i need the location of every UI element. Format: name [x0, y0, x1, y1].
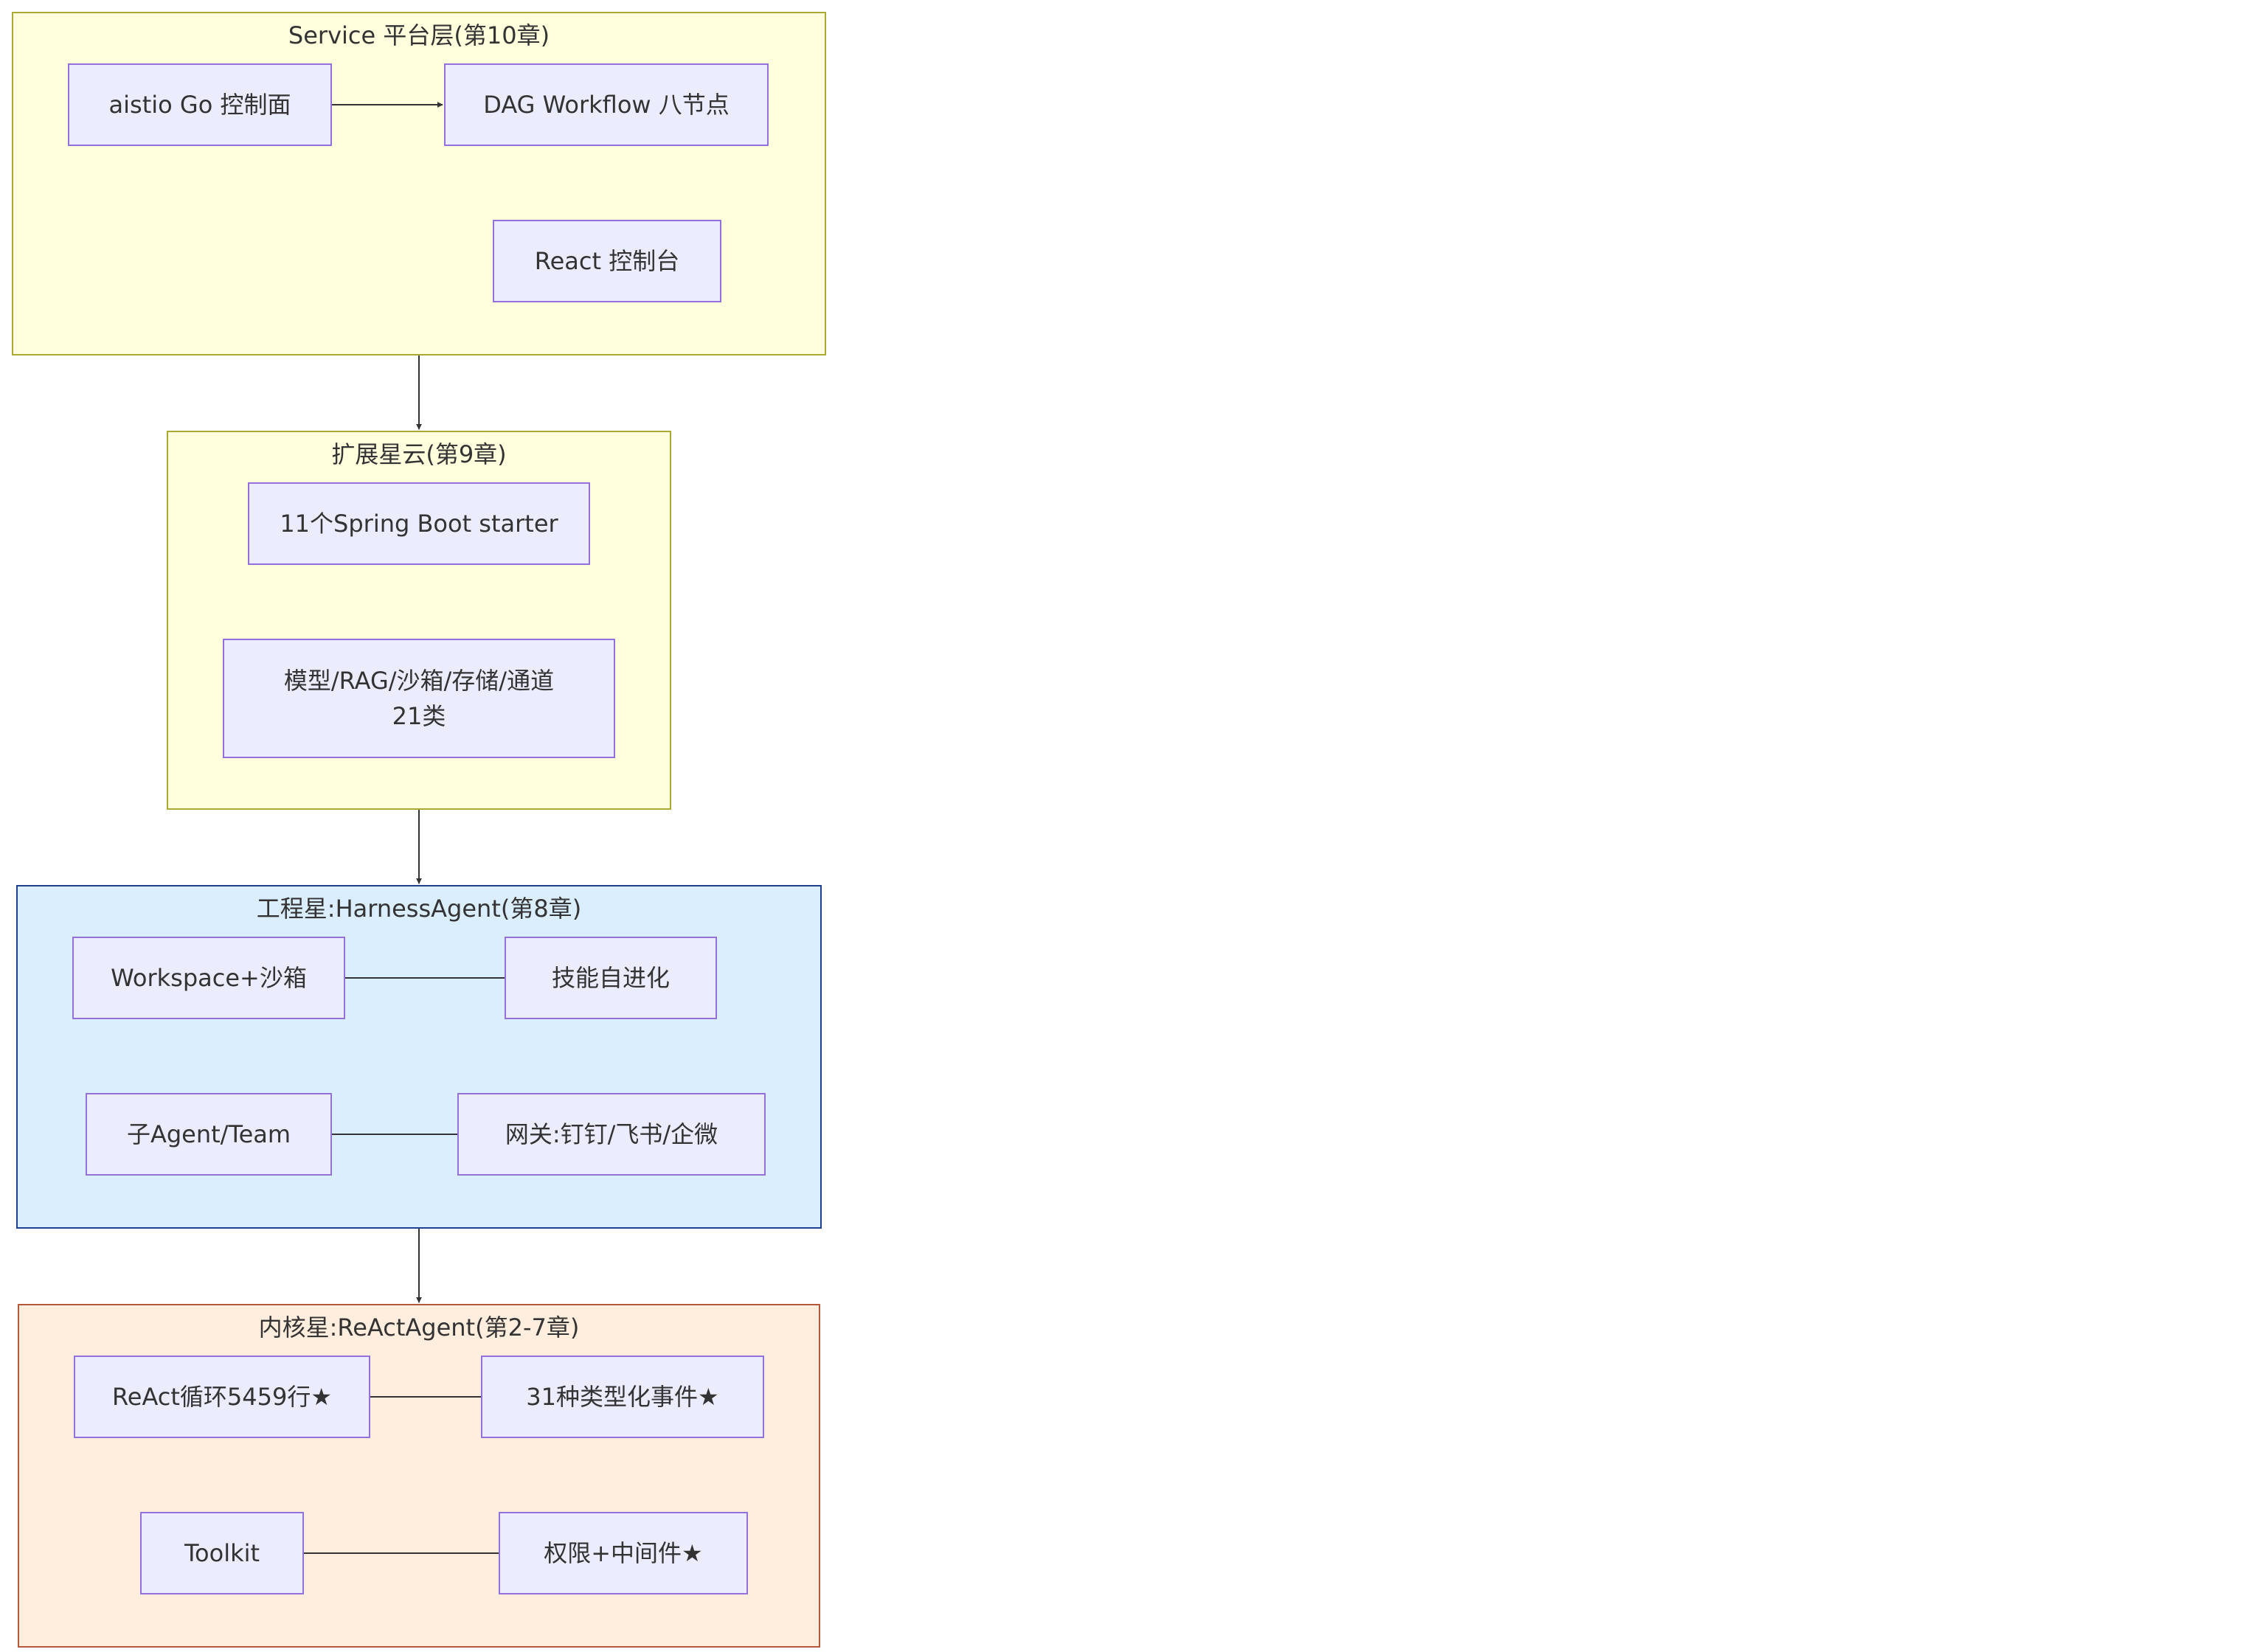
node-sub-agent-team[interactable]: 子Agent/Team — [86, 1093, 332, 1176]
node-extension-categories[interactable]: 模型/RAG/沙箱/存储/通道 21类 — [223, 639, 615, 758]
node-toolkit[interactable]: Toolkit — [140, 1512, 304, 1594]
node-permissions-middleware[interactable]: 权限+中间件★ — [499, 1512, 748, 1594]
node-skill-evolution[interactable]: 技能自进化 — [505, 937, 717, 1019]
node-go-control-plane[interactable]: aistio Go 控制面 — [68, 63, 332, 146]
kernel-layer-title: 内核星:ReActAgent(第2-7章) — [258, 1313, 580, 1342]
harness-layer-title: 工程星:HarnessAgent(第8章) — [256, 895, 582, 923]
node-react-console[interactable]: React 控制台 — [493, 220, 721, 302]
node-spring-boot-starters[interactable]: 11个Spring Boot starter — [248, 482, 590, 565]
node-gateway[interactable]: 网关:钉钉/飞书/企微 — [457, 1093, 766, 1176]
service-layer-title: Service 平台层(第10章) — [288, 21, 550, 49]
extension-layer-title: 扩展星云(第9章) — [331, 440, 507, 468]
architecture-diagram: Service 平台层(第10章) aistio Go 控制面 DAG Work… — [0, 0, 826, 1652]
node-dag-workflow[interactable]: DAG Workflow 八节点 — [444, 63, 769, 146]
node-react-loop[interactable]: ReAct循环5459行★ — [74, 1356, 370, 1438]
node-typed-events[interactable]: 31种类型化事件★ — [481, 1356, 764, 1438]
node-workspace-sandbox[interactable]: Workspace+沙箱 — [72, 937, 345, 1019]
